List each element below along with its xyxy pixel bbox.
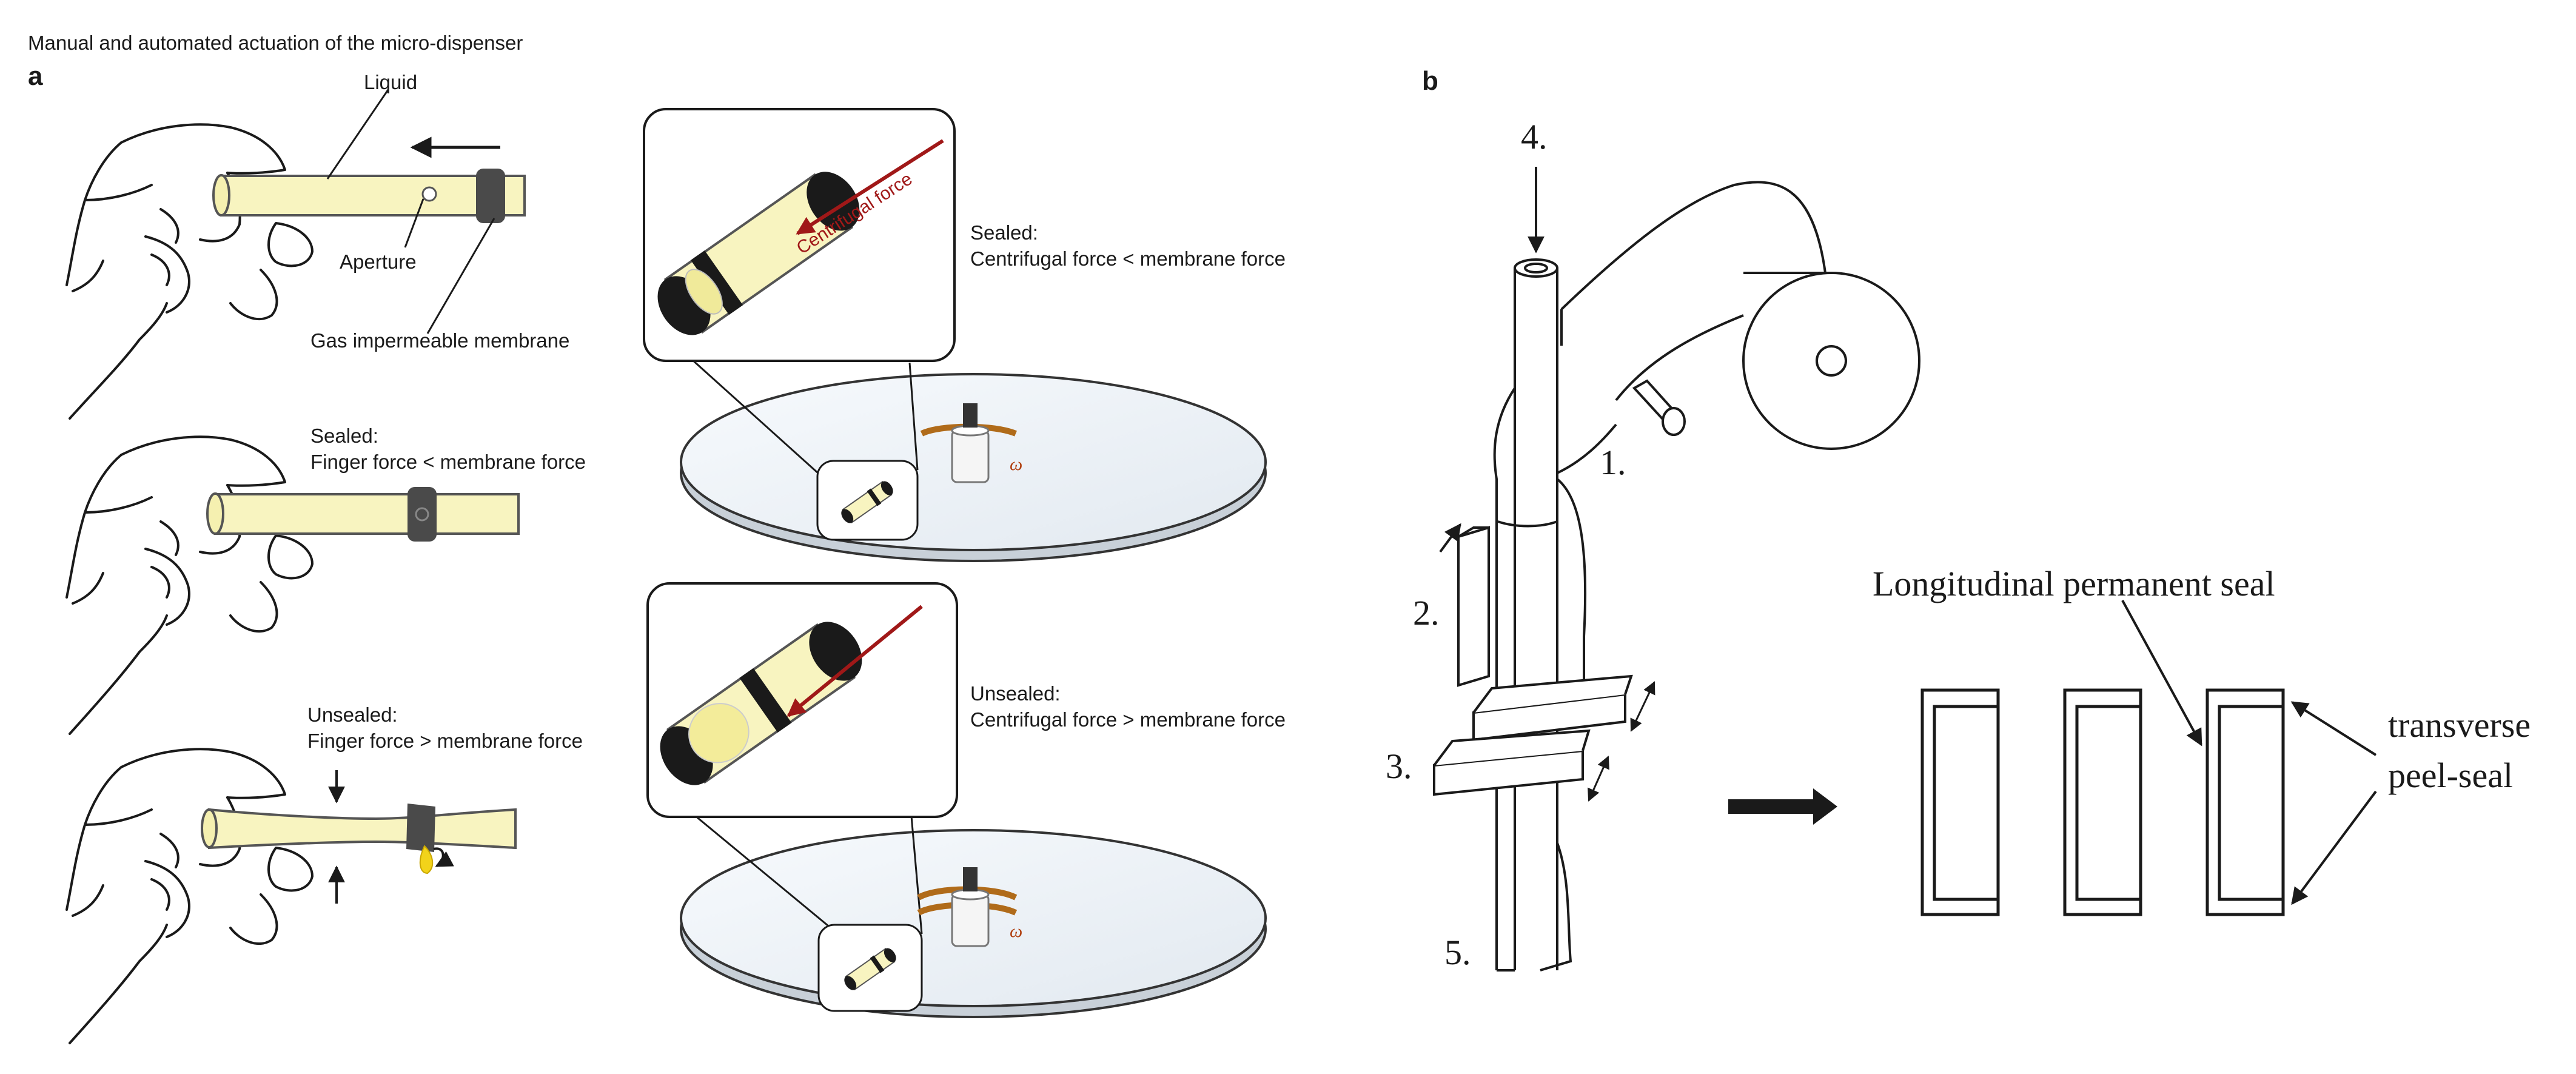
film-roll [1560,181,1920,450]
top-zoom-box [643,108,956,362]
figure-title: Manual and automated actuation of the mi… [28,32,523,54]
aperture-leader-line [404,198,424,248]
transverse-seal-arrow-top [2290,701,2377,756]
longitudinal-seal-label: Longitudinal permanent seal [1873,564,2275,603]
output-arrow [1728,788,1837,825]
upper-horizontal-sealer [1472,674,1655,742]
bottom-zoom-box [646,582,958,818]
top-zoom-leader-right [908,362,919,471]
longitudinal-seal-arrow [2121,600,2202,747]
pouch-2 [2063,688,2142,916]
bottom-small-tube-inset [817,924,923,1012]
auto-sealed-line1: Sealed: [970,221,1038,244]
bottom-zoom-leader-left [691,811,842,938]
liquid-leader-line [326,89,389,180]
omega-label-bottom: ω [1010,921,1022,941]
dispensed-droplet [419,845,434,874]
top-zoom-leader-left [690,358,838,491]
guide-roller [1632,379,1686,436]
membrane-band [476,169,505,223]
pouch-1 [1920,688,2000,916]
manual-unsealed-line2: Finger force > membrane force [307,730,583,752]
num-4: 4. [1521,117,1548,156]
lower-horizontal-sealer [1433,729,1609,802]
auto-unsealed-line1: Unsealed: [970,682,1061,705]
num-1: 1. [1600,443,1626,482]
forming-tube [1493,258,1617,972]
panel-a-letter: a [28,61,43,91]
membrane-leader-line [426,218,495,334]
bottom-rotor-motor: ω [917,867,1022,947]
panel-b-letter: b [1422,66,1438,96]
num-2: 2. [1413,593,1440,633]
transverse-label-line1: transverse [2388,705,2531,745]
transverse-label-line2: peel-seal [2388,756,2513,795]
centrifugal-arrow-bottom [787,605,923,717]
manual-top-tube [212,169,526,223]
manual-sealed-line1: Sealed: [310,425,378,447]
top-rotor-motor: ω [920,403,1022,483]
label-liquid: Liquid [364,71,417,93]
centrifugal-arrow-top [796,139,944,235]
manual-middle-hand-illustration [65,435,314,735]
vertical-sealer [1439,523,1490,687]
label-membrane: Gas impermeable membrane [310,329,569,352]
manual-bottom-hand-illustration [65,748,314,1044]
transverse-seal-arrow-bottom [2291,790,2377,905]
num-3: 3. [1386,747,1412,786]
manual-middle-tube [206,487,520,542]
omega-label-top: ω [1010,454,1022,474]
manual-sealed-line2: Finger force < membrane force [310,451,586,473]
aperture-hole [421,186,437,202]
manual-unsealed-line1: Unsealed: [307,703,398,726]
pouch-3 [2205,688,2285,916]
label-aperture: Aperture [340,250,417,273]
manual-top-hand-illustration [65,123,314,420]
manual-bottom-tube [201,804,517,874]
num-5: 5. [1444,933,1471,972]
auto-sealed-line2: Centrifugal force < membrane force [970,247,1286,270]
auto-unsealed-line2: Centrifugal force > membrane force [970,708,1286,731]
top-small-tube-inset [816,460,919,541]
